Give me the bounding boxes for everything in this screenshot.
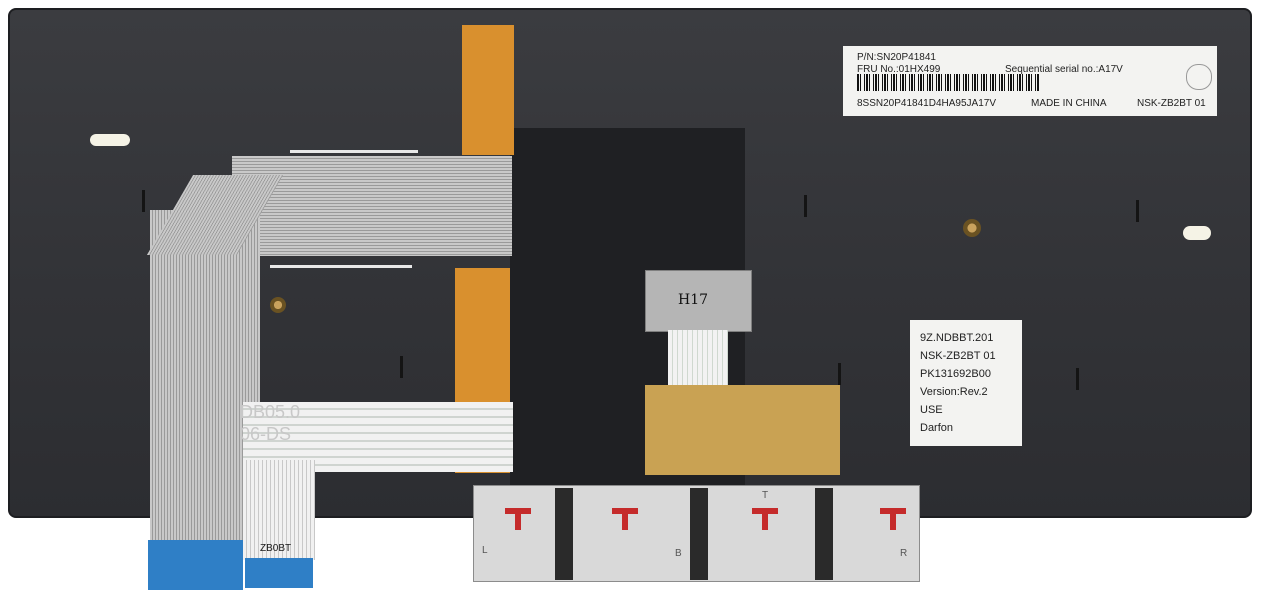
barcode bbox=[857, 74, 1039, 91]
label-line: Darfon bbox=[920, 422, 954, 434]
slot bbox=[142, 190, 145, 212]
red-marker bbox=[890, 508, 896, 530]
printed-code: DB05.0 bbox=[240, 402, 301, 422]
white-ribbon bbox=[243, 460, 315, 560]
button-letter-left: L bbox=[482, 545, 488, 556]
label-top: P/N:SN20P41841 FRU No.:01HX499 Sequentia… bbox=[843, 46, 1217, 116]
cable-tip bbox=[245, 558, 313, 588]
slot bbox=[838, 363, 841, 385]
cable-tip bbox=[148, 540, 243, 590]
copper-tape bbox=[645, 385, 840, 475]
slot bbox=[1136, 200, 1139, 222]
printed-code: 06-DS bbox=[240, 424, 292, 444]
label-sequential: Sequential serial no.:A17V bbox=[1005, 64, 1123, 75]
ribbon-cable bbox=[232, 156, 512, 256]
orange-flex bbox=[462, 25, 514, 155]
label-model: NSK-ZB2BT 01 bbox=[1137, 98, 1206, 109]
stripe bbox=[270, 265, 412, 268]
divider bbox=[690, 488, 708, 580]
label-line: 9Z.NDBBT.201 bbox=[920, 332, 994, 344]
red-marker bbox=[622, 508, 628, 530]
button-letter-mid: B bbox=[675, 548, 682, 559]
connector-text: H17 bbox=[678, 292, 709, 308]
screw bbox=[270, 297, 286, 313]
divider bbox=[815, 488, 833, 580]
label-serial: 8SSN20P41841D4HA95JA17V bbox=[857, 98, 996, 109]
slot bbox=[1076, 368, 1079, 390]
certification-logo bbox=[1186, 64, 1212, 90]
label-fru: FRU No.:01HX499 bbox=[857, 64, 941, 75]
slot bbox=[804, 195, 807, 217]
button-letter-right: R bbox=[900, 548, 908, 559]
connector bbox=[645, 270, 752, 332]
ribbon-text: ZB0BT bbox=[260, 543, 292, 554]
screw bbox=[963, 219, 981, 237]
label-bottom: 9Z.NDBBT.201 NSK-ZB2BT 01 PK131692B00 Ve… bbox=[910, 320, 1022, 446]
stripe bbox=[290, 150, 418, 153]
label-line: NSK-ZB2BT 01 bbox=[920, 350, 996, 362]
red-marker bbox=[762, 508, 768, 530]
slot bbox=[400, 356, 403, 378]
label-line: Version:Rev.2 bbox=[920, 386, 988, 398]
label-made-in: MADE IN CHINA bbox=[1031, 98, 1107, 109]
rubber-pad bbox=[90, 134, 130, 146]
label-line: USE bbox=[920, 404, 943, 416]
label-line: PK131692B00 bbox=[920, 368, 991, 380]
divider bbox=[555, 488, 573, 580]
ribbon-cable bbox=[150, 210, 260, 540]
label-pn: P/N:SN20P41841 bbox=[857, 52, 936, 63]
rubber-pad bbox=[1183, 226, 1211, 240]
red-marker bbox=[515, 508, 521, 530]
button-letter-top: T bbox=[762, 490, 769, 501]
